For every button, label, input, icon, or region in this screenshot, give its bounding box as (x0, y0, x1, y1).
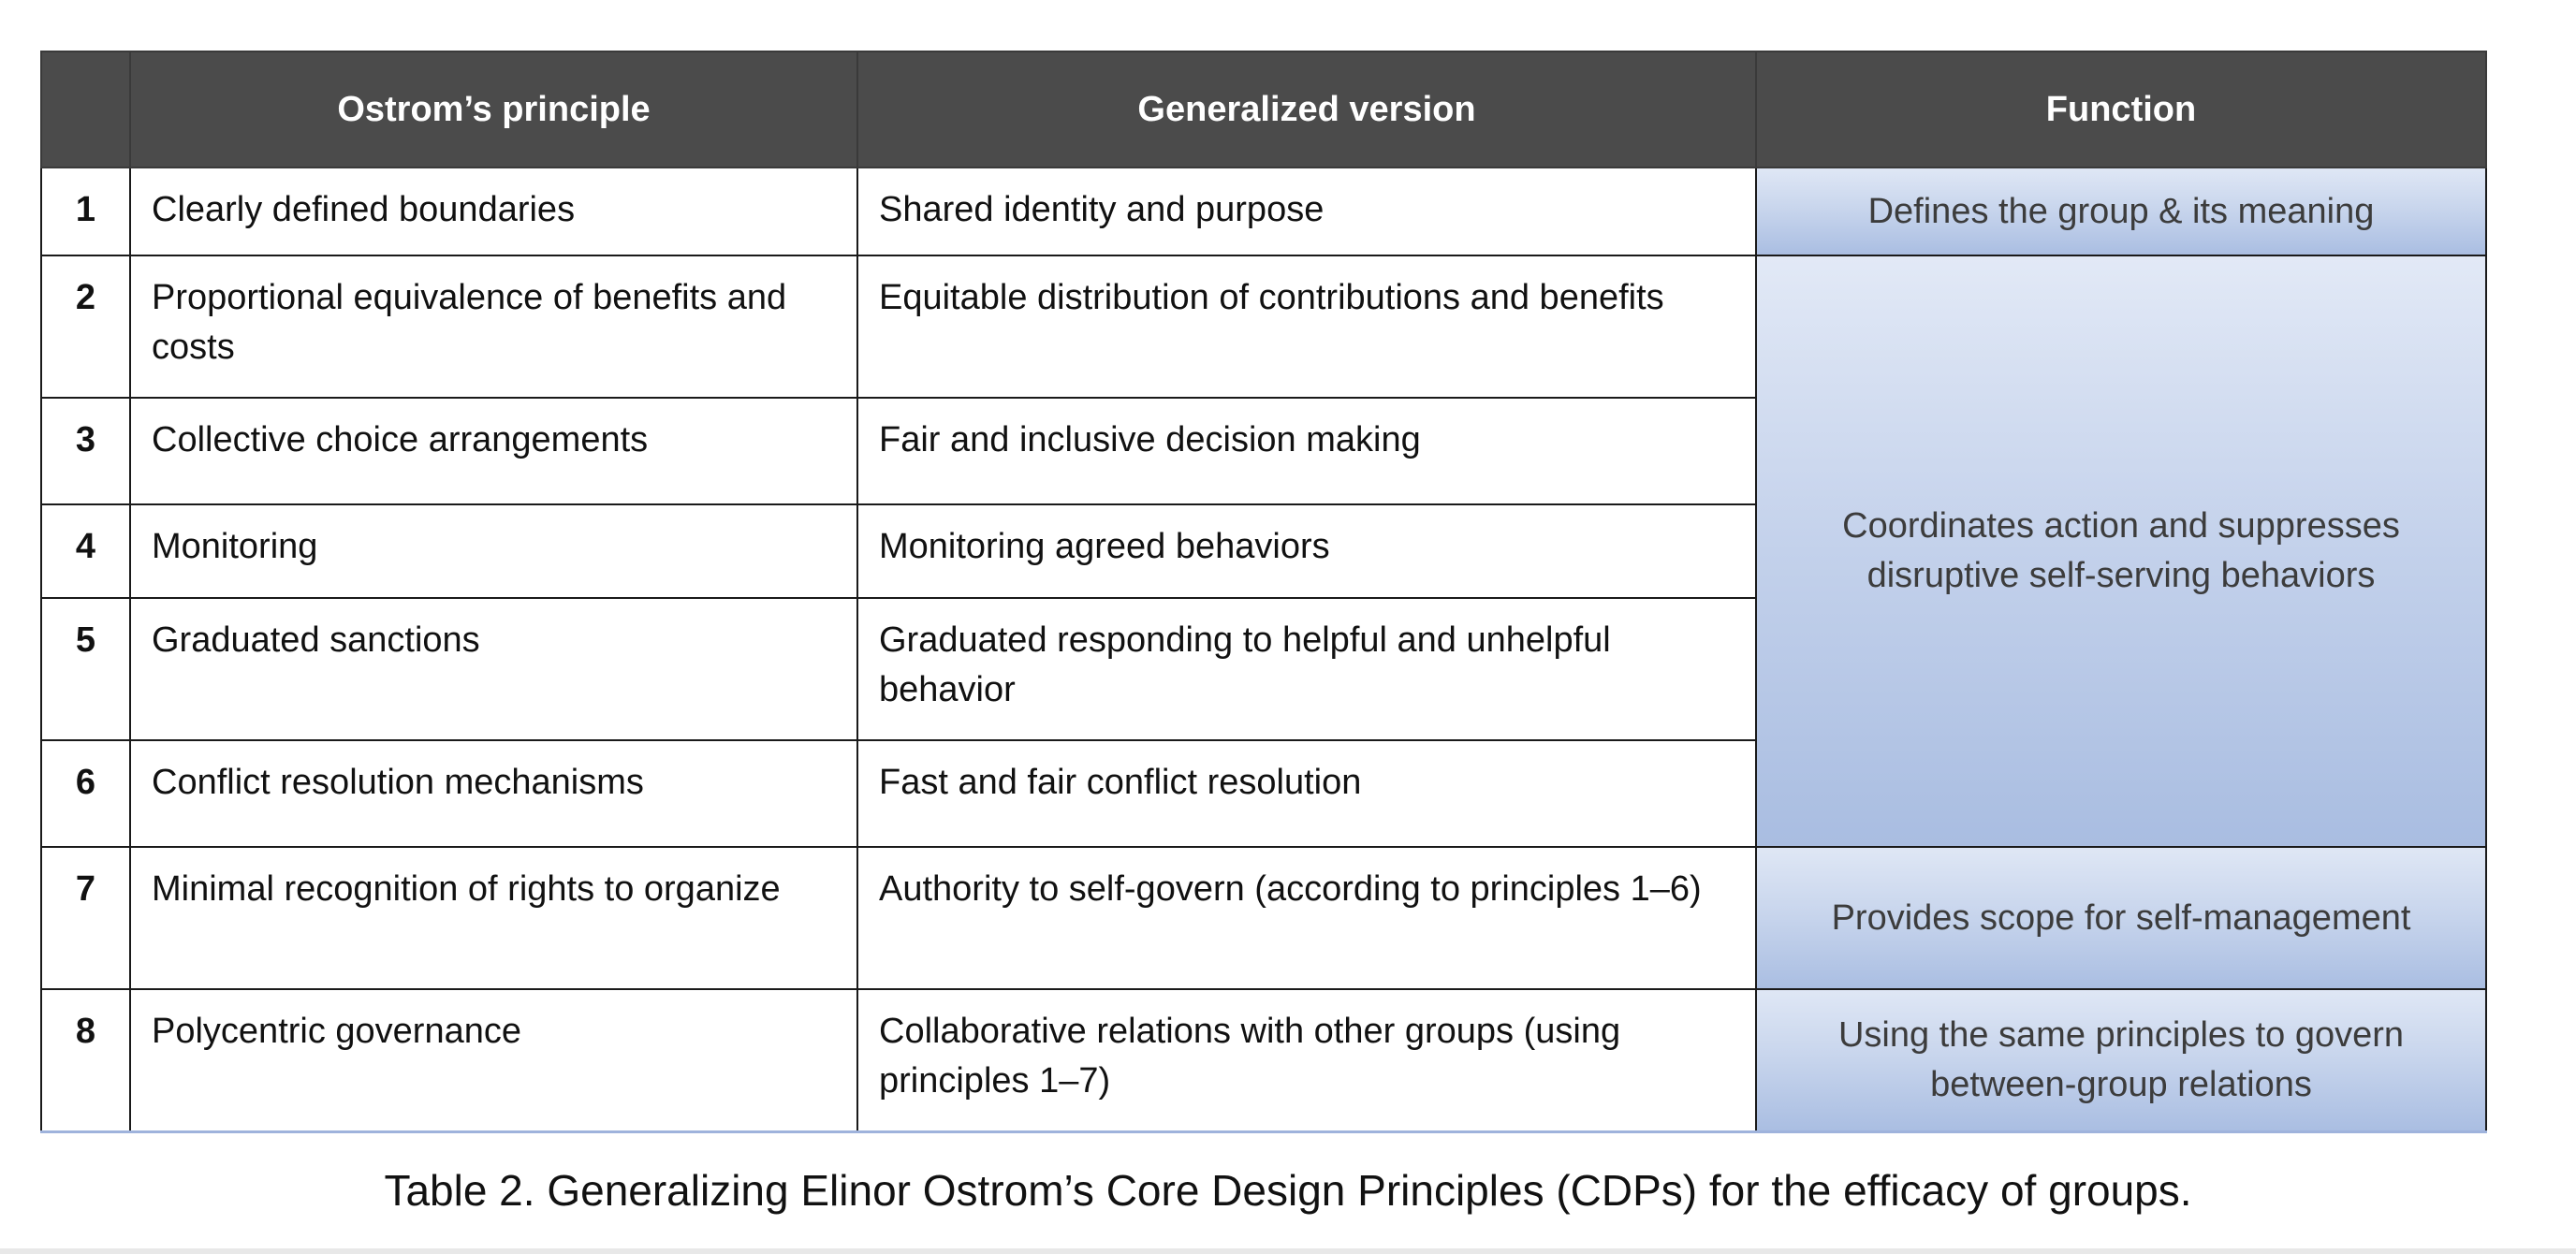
ostrom-principle-cell: Polycentric governance (129, 988, 858, 1133)
function-cell: Using the same principles to govern betw… (1755, 988, 2487, 1133)
table-row: 4 Monitoring Monitoring agreed behaviors (40, 503, 2486, 599)
table-row: 6 Conflict resolution mechanisms Fast an… (40, 739, 2486, 848)
header-function: Function (1755, 51, 2487, 168)
function-cell: Coordinates action and suppresses disrup… (1755, 255, 2487, 848)
ostrom-principle-cell: Minimal recognition of rights to organiz… (129, 846, 858, 990)
row-number: 1 (40, 167, 131, 256)
row-number: 2 (40, 255, 131, 399)
ostrom-principle-cell: Monitoring (129, 503, 858, 599)
ostrom-principle-cell: Conflict resolution mechanisms (129, 739, 858, 848)
row-number: 4 (40, 503, 131, 599)
generalized-version-cell: Graduated responding to helpful and unhe… (856, 597, 1757, 741)
generalized-version-cell: Fast and fair conflict resolution (856, 739, 1757, 848)
table-caption: Table 2. Generalizing Elinor Ostrom’s Co… (384, 1166, 2192, 1215)
ostrom-principle-cell: Proportional equivalence of benefits and… (129, 255, 858, 399)
row-number: 5 (40, 597, 131, 741)
ostrom-principle-cell: Graduated sanctions (129, 597, 858, 741)
table-row: 8 Polycentric governance Collaborative r… (40, 988, 2487, 1133)
generalized-version-cell: Collaborative relations with other group… (856, 988, 1757, 1133)
table-row: 3 Collective choice arrangements Fair an… (40, 397, 2486, 505)
cdp-table: Ostrom’s principle Generalized version F… (40, 51, 2487, 1133)
row-number: 3 (40, 397, 131, 505)
row-number: 8 (40, 988, 131, 1133)
generalized-version-cell: Equitable distribution of contributions … (856, 255, 1757, 399)
table-row: 7 Minimal recognition of rights to organ… (40, 846, 2487, 990)
ostrom-principle-cell: Collective choice arrangements (129, 397, 858, 505)
table-row: 2 Proportional equivalence of benefits a… (40, 255, 2487, 848)
function-cell: Provides scope for self-management (1755, 846, 2487, 990)
generalized-version-cell: Shared identity and purpose (856, 167, 1757, 256)
generalized-version-cell: Authority to self-govern (according to p… (856, 846, 1757, 990)
cdp-table-container: Ostrom’s principle Generalized version F… (40, 51, 2487, 1133)
header-generalized-version: Generalized version (856, 51, 1757, 168)
ostrom-principle-cell: Clearly defined boundaries (129, 167, 858, 256)
row-number: 6 (40, 739, 131, 848)
function-cell: Defines the group & its meaning (1755, 167, 2487, 256)
header-number (40, 51, 131, 168)
row-number: 7 (40, 846, 131, 990)
table-row: 1 Clearly defined boundaries Shared iden… (40, 167, 2487, 256)
table-row: 5 Graduated sanctions Graduated respondi… (40, 597, 2486, 741)
bottom-divider (0, 1248, 2576, 1254)
generalized-version-cell: Fair and inclusive decision making (856, 397, 1757, 505)
generalized-version-cell: Monitoring agreed behaviors (856, 503, 1757, 599)
table-header-row: Ostrom’s principle Generalized version F… (40, 51, 2487, 168)
header-ostrom-principle: Ostrom’s principle (129, 51, 858, 168)
